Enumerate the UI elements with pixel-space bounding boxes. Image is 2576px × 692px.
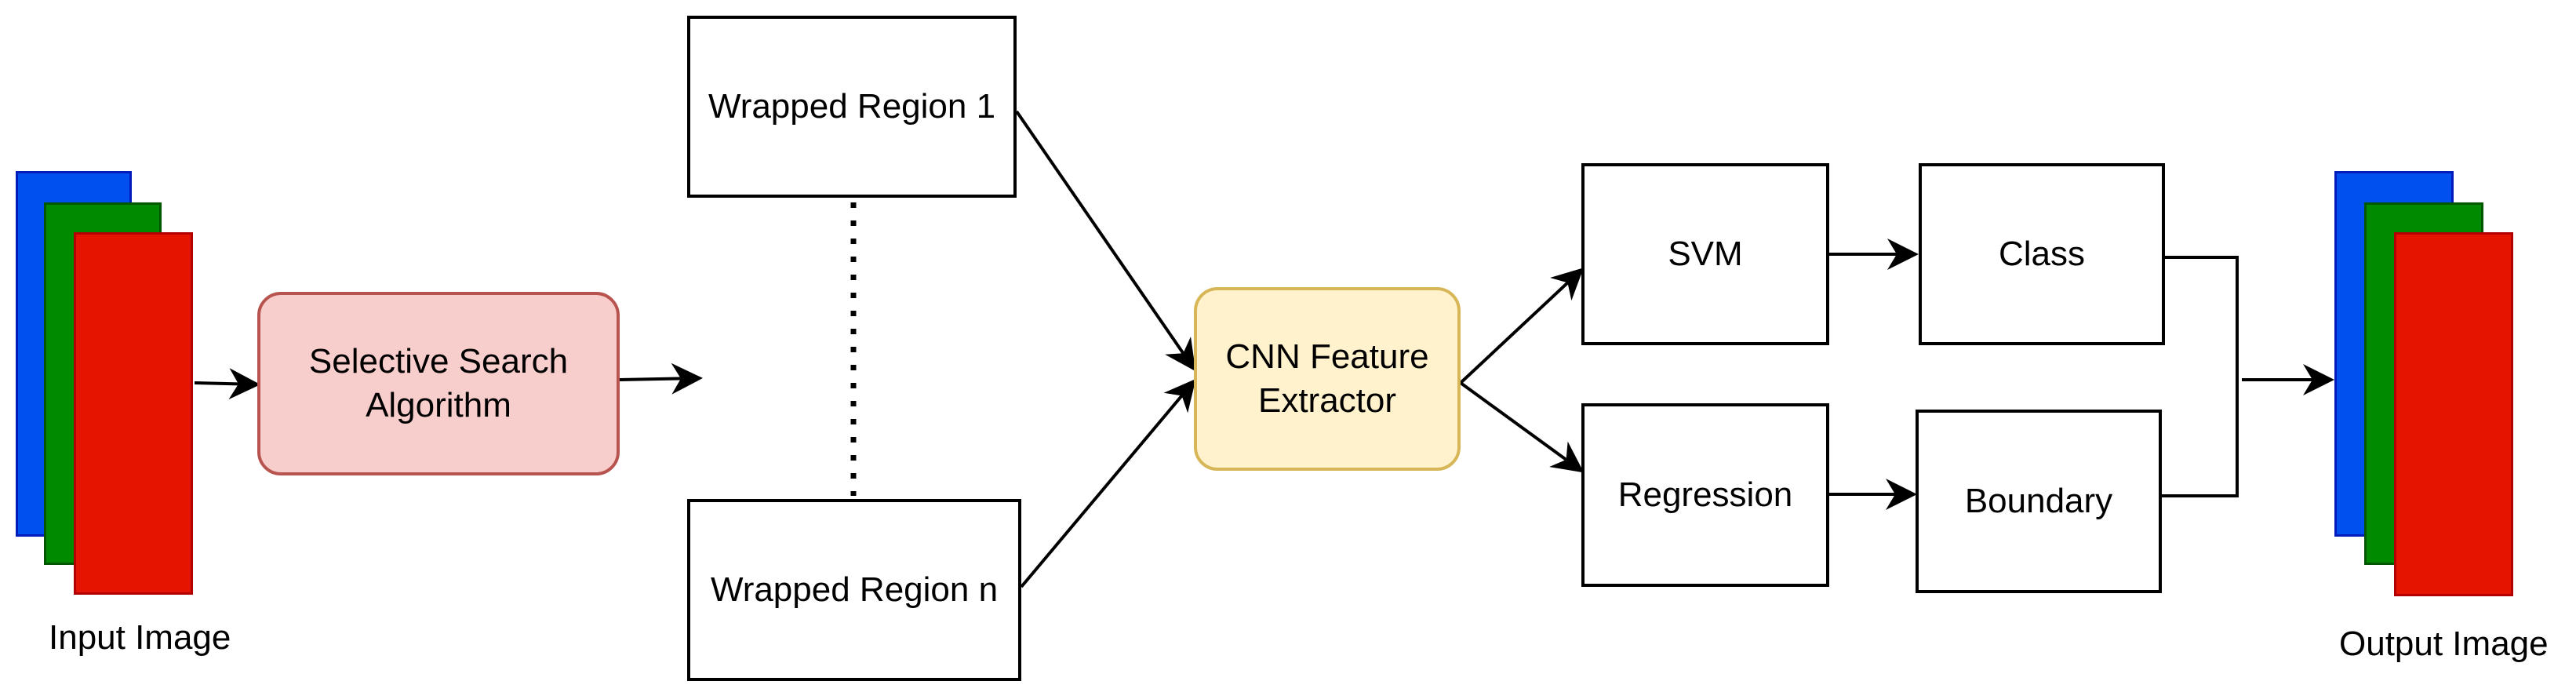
class-label: Class [1998,235,2086,273]
cnn-feature-extractor-label: CNN Feature Extractor [1225,337,1429,420]
boundary-label: Boundary [1964,482,2113,520]
cnn-feature-extractor-node: CNN Feature Extractor [1194,287,1461,471]
wrapped-region-1-node: Wrapped Region 1 [687,16,1017,198]
svm-node: SVM [1581,163,1829,345]
class-node: Class [1919,163,2165,345]
regression-node: Regression [1581,403,1829,587]
edge-region1-to-cnn [1015,110,1196,372]
wrapped-region-n-node: Wrapped Region n [687,499,1021,681]
regression-label: Regression [1617,475,1793,514]
selective-search-node: Selective Search Algorithm [257,292,620,475]
output-image-red-layer [2394,232,2513,596]
selective-search-label: Selective Search Algorithm [308,342,569,424]
input-image-label: Input Image [49,618,231,657]
wrapped-region-n-label: Wrapped Region n [710,570,999,609]
input-image-red-layer [74,232,193,595]
edge-regionn-to-cnn [1020,378,1196,588]
edge-cnn-to-svm [1459,268,1584,384]
edge-class-boundary-merge [2162,256,2239,497]
edge-input-to-selective [194,368,260,400]
output-image-label: Output Image [2339,625,2549,663]
svm-label: SVM [1668,235,1743,273]
input-image-stack [16,171,196,596]
edge-selective-to-regions [619,362,703,395]
output-image-stack [2334,171,2520,598]
boundary-node: Boundary [1916,410,2162,593]
wrapped-region-1-label: Wrapped Region 1 [708,87,996,126]
edge-cnn-to-regression [1459,381,1585,473]
